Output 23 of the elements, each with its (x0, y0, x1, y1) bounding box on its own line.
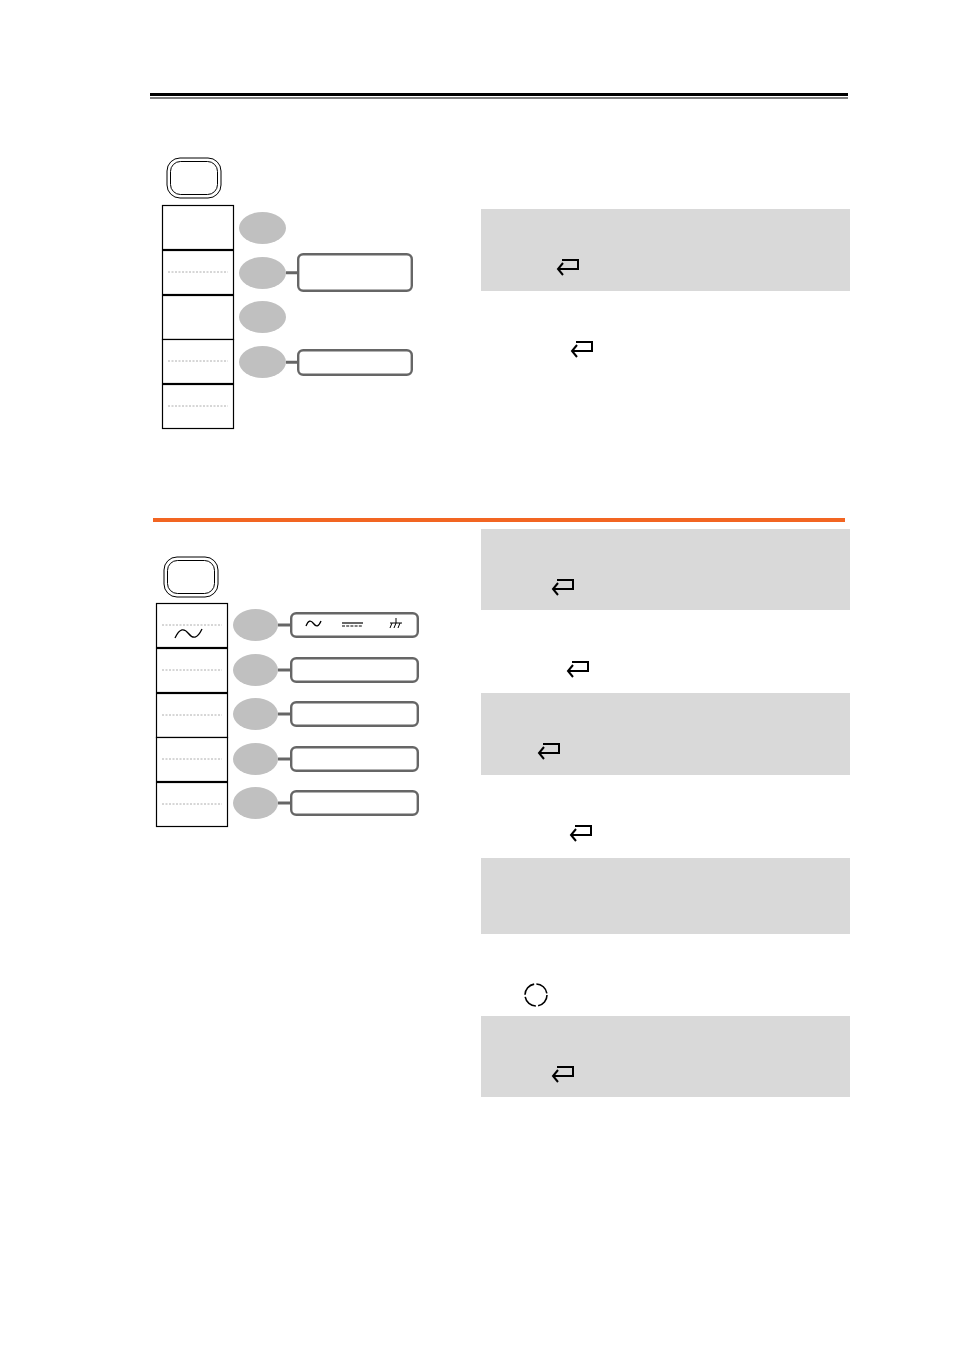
softkey-marker (233, 743, 278, 775)
softkey-marker (233, 609, 278, 641)
option-box (297, 349, 413, 376)
connector-line (278, 668, 290, 672)
option-box (290, 790, 419, 816)
softkey-marker (233, 654, 278, 686)
softkey-marker (239, 301, 286, 333)
softkey-marker (239, 257, 286, 289)
option-box (290, 612, 419, 638)
connector-line (278, 801, 290, 805)
connector-line (278, 757, 290, 761)
softkey-marker (239, 212, 286, 244)
softkey-marker (233, 787, 278, 819)
softkey-marker (233, 698, 278, 730)
connector-line (278, 712, 290, 716)
option-box (290, 701, 419, 727)
connector-line (278, 623, 290, 627)
connector-line (286, 360, 297, 364)
option-box (297, 253, 413, 292)
option-box (290, 657, 419, 683)
connector-line (286, 271, 297, 275)
softkey-marker (239, 346, 286, 378)
option-box (290, 746, 419, 772)
